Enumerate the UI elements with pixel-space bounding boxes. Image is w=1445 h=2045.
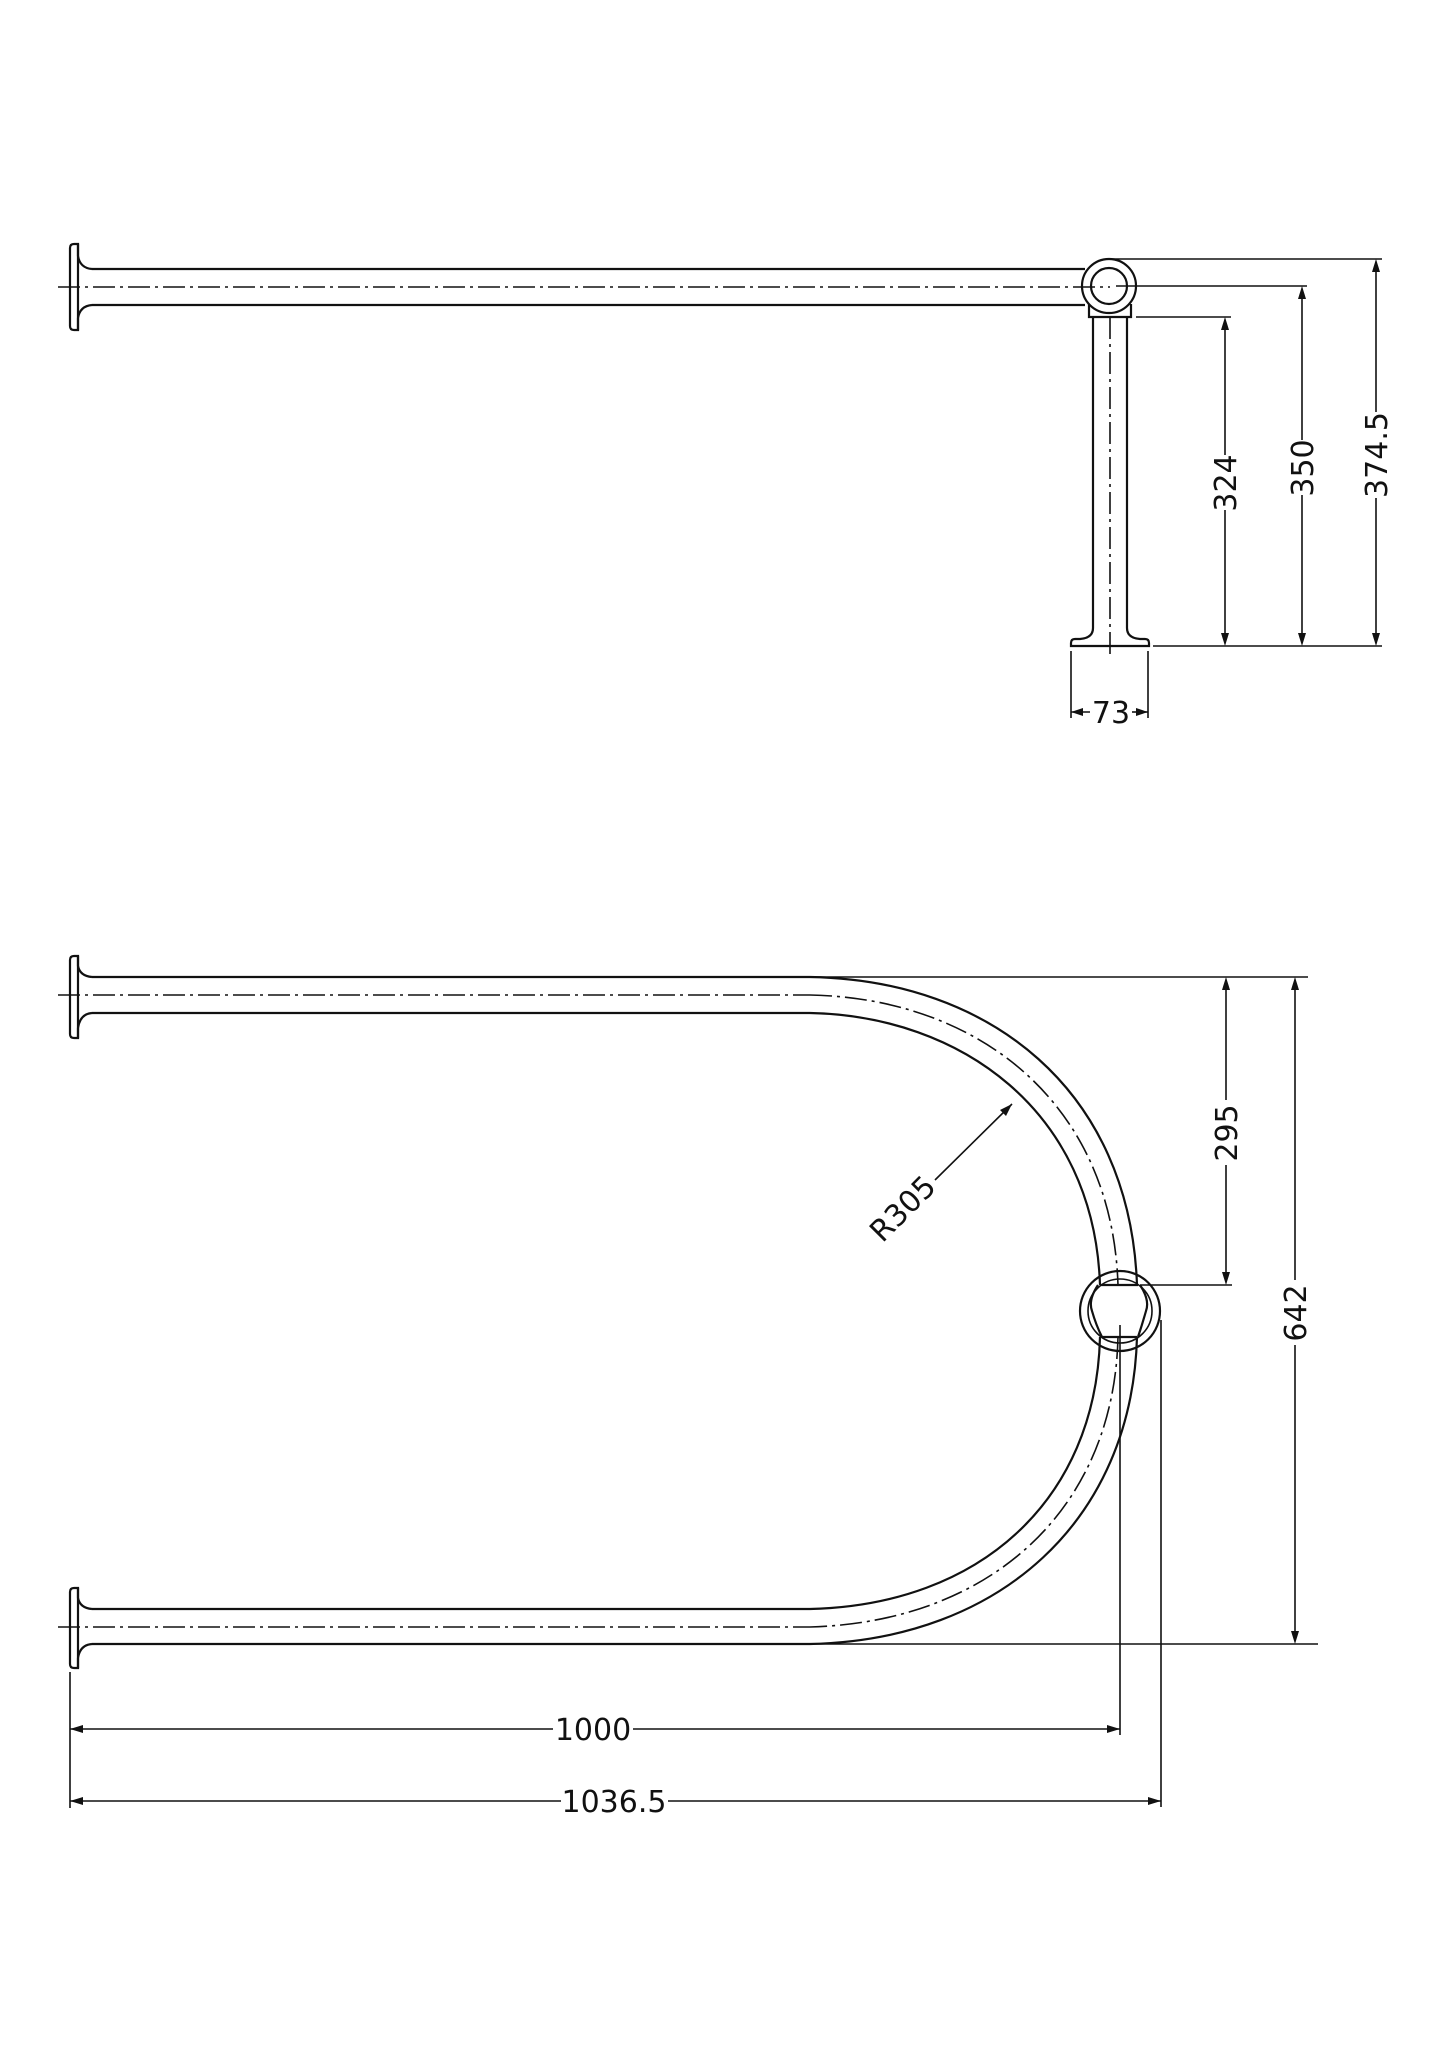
arrow-icon: [1372, 633, 1380, 646]
radius-leader: [934, 1103, 1013, 1181]
wall-flange-bottom: [68, 1586, 93, 1670]
side-view: 324 350 374.5 73: [58, 242, 1395, 731]
arrow-icon: [1221, 317, 1229, 330]
arrow-icon: [1298, 286, 1306, 299]
wall-flange-top: [68, 954, 93, 1040]
dim-1036-5-label: 1036.5: [562, 1785, 667, 1820]
arrow-icon: [1291, 1631, 1299, 1644]
arrow-icon: [1222, 1272, 1230, 1285]
arrow-icon: [1291, 977, 1299, 990]
arrow-icon: [70, 1797, 83, 1805]
arrow-icon: [1372, 259, 1380, 272]
lower-arc-outer: [809, 1336, 1139, 1646]
upper-arc-inner: [809, 1011, 1102, 1286]
arrow-icon: [1298, 633, 1306, 646]
arrow-icon: [1221, 633, 1229, 646]
arrow-icon: [1000, 1104, 1012, 1116]
plan-view: R305 295 642 1000 1036.5: [58, 954, 1318, 1820]
lower-arc-centerline: [809, 1336, 1119, 1628]
dim-324-label: 324: [1209, 454, 1244, 511]
dim-642-label: 642: [1279, 1284, 1314, 1341]
upper-arc-centerline: [809, 994, 1119, 1286]
dim-295-label: 295: [1210, 1104, 1245, 1161]
arrow-icon: [1107, 1725, 1120, 1733]
dim-1000-label: 1000: [555, 1713, 631, 1748]
dim-73-label: 73: [1092, 696, 1130, 731]
lower-arc-inner: [809, 1336, 1102, 1611]
arrow-icon: [1071, 708, 1083, 716]
ceiling-bracket-inner: [1089, 1284, 1149, 1338]
arrow-icon: [1222, 977, 1230, 990]
arrow-icon: [70, 1725, 83, 1733]
radius-label: R305: [863, 1169, 943, 1249]
dim-350-label: 350: [1286, 439, 1321, 496]
dim-374-5-label: 374.5: [1360, 412, 1395, 498]
arrow-icon: [1136, 708, 1148, 716]
ceiling-flange: [1069, 627, 1151, 648]
upper-arc-outer: [809, 975, 1139, 1286]
arrow-icon: [1148, 1797, 1161, 1805]
